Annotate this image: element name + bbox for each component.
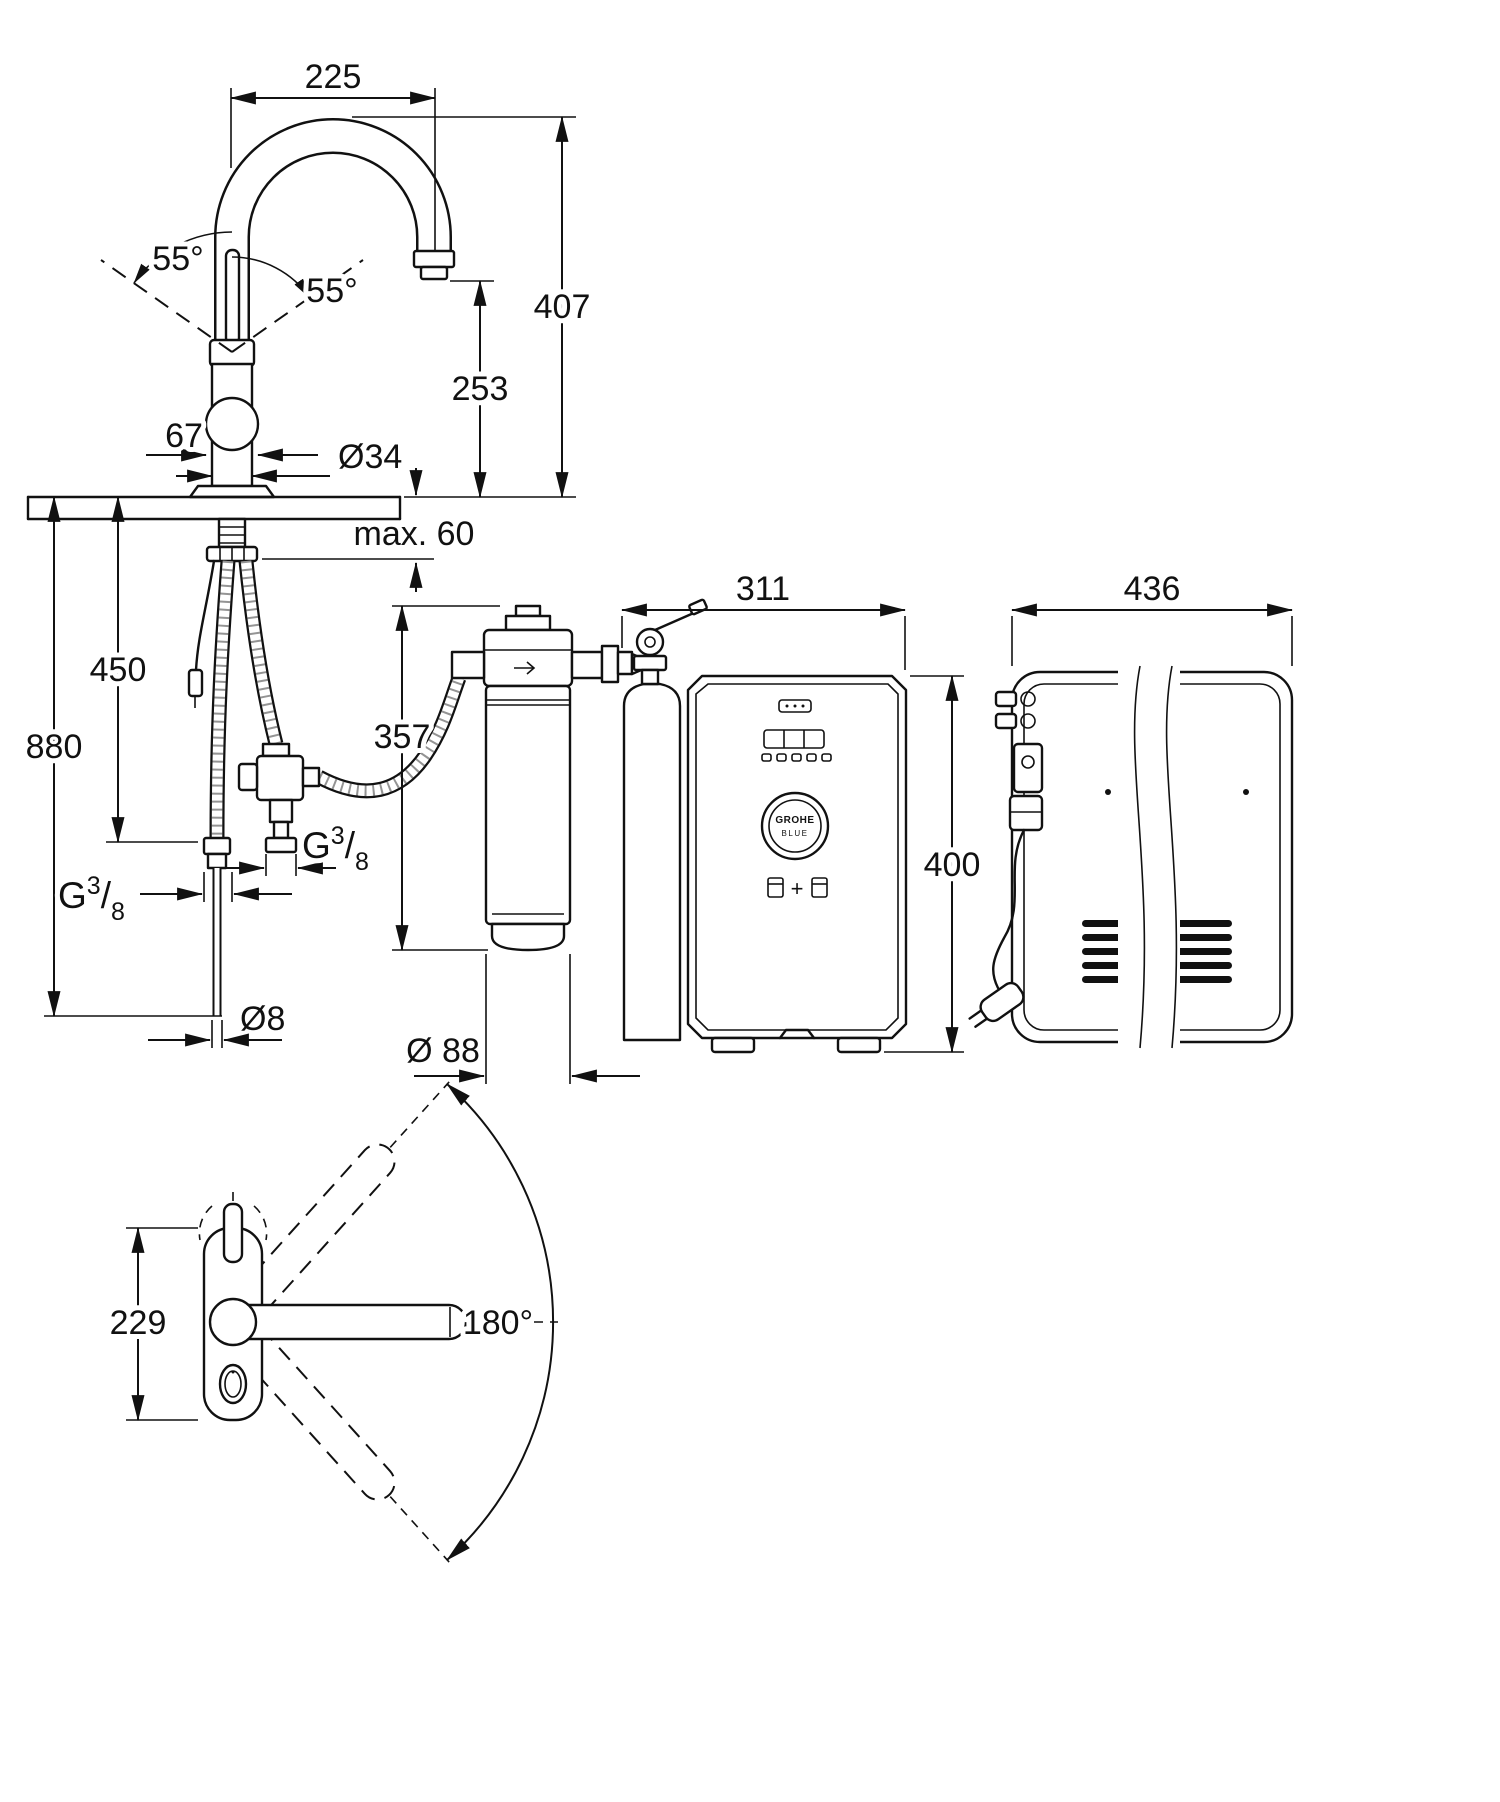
power-cord: [992, 828, 1026, 990]
grohe-blue-emblem: [760, 791, 830, 861]
hose-fitting: [202, 836, 232, 856]
dim-407-label: 407: [534, 288, 591, 326]
filter-outlet-port: [570, 650, 604, 680]
sensor-cable: [187, 559, 216, 708]
dim-225-label: 225: [305, 58, 362, 96]
emblem-logo-subtext: BLUE: [782, 829, 809, 838]
dim-253-label: 253: [452, 370, 509, 408]
co2-bottle: [622, 598, 708, 1042]
dim-55-right-label: 55°: [306, 272, 357, 310]
dim-357-label: 357: [374, 718, 431, 756]
rear-connections: [994, 690, 1044, 832]
regulator-lever: [688, 598, 708, 616]
swivel-arc: [446, 1083, 555, 1561]
supply-hose-left: [202, 560, 236, 1016]
supply-hose-right: [238, 560, 284, 746]
cup-icon: [767, 877, 784, 898]
cooler-side-view: [968, 665, 1294, 1049]
lever-handle: [224, 248, 241, 346]
filter-connection-hose: [315, 675, 467, 799]
filter-head: [482, 628, 574, 688]
swivel-joint: [208, 1297, 258, 1347]
dimensions-faucet: 225 407 253 55° 55° 67 Ø34 max. 60 450 8…: [21, 58, 595, 1048]
plus-icon: +: [791, 876, 804, 901]
indicator-display: [763, 729, 825, 749]
dim-dia34-label: Ø34: [338, 438, 402, 476]
dim-dia88-label: Ø 88: [406, 1032, 480, 1070]
dimensions-cooler-side: 436: [1010, 565, 1294, 666]
cooler-front-view: GROHE BLUE +: [686, 674, 908, 1054]
dim-55-left-label: 55°: [152, 240, 203, 278]
dimensions-top-view: 229 180°: [105, 1083, 555, 1561]
cup-icon: [811, 877, 828, 898]
dimensions-filter: 357 Ø 88: [369, 604, 640, 1084]
dim-450-label: 450: [90, 651, 147, 689]
dim-400-label: 400: [924, 846, 981, 884]
break-line: [1165, 665, 1178, 1049]
cooler-foot: [836, 1036, 882, 1054]
dim-880-label: 880: [26, 728, 83, 766]
control-plate: [218, 1363, 248, 1405]
faucet-top-view: [198, 1081, 558, 1563]
dim-max60-label: max. 60: [354, 515, 475, 553]
lever-top: [222, 1202, 244, 1264]
escutcheon: [188, 484, 276, 499]
brand-badge: [778, 699, 812, 713]
filter-body: [484, 684, 572, 926]
emblem-logo-text: GROHE: [775, 815, 814, 826]
faucet-body: [188, 338, 276, 499]
filter-inlet-port: [450, 650, 486, 680]
cooler-housing-front: [686, 674, 908, 1040]
break-line: [1133, 665, 1146, 1049]
filter-base: [490, 922, 566, 952]
power-plug: [968, 981, 1025, 1028]
flow-arrow-icon: [514, 661, 536, 675]
swivel-position-down: [213, 1302, 450, 1563]
filter-cartridge: [450, 604, 648, 952]
dim-180-label: 180°: [463, 1304, 533, 1342]
shutoff-valve: [237, 742, 321, 854]
dim-311-label: 311: [736, 570, 790, 608]
countertop: [26, 495, 402, 521]
dimensions-cooler-front: 311 400: [620, 565, 985, 1054]
dim-229-label: 229: [110, 1304, 167, 1342]
dim-436-label: 436: [1124, 570, 1181, 608]
dim-dia8-label: Ø8: [240, 1000, 285, 1038]
swivel-position-up: [213, 1081, 450, 1342]
pressure-regulator: [635, 627, 665, 657]
cable-connector: [187, 668, 204, 698]
faucet-front-view: [26, 118, 467, 1016]
dim-thread-left-label: G3/8: [58, 872, 125, 926]
aerator: [412, 249, 456, 269]
cooler-foot: [710, 1036, 756, 1054]
dim-67-label: 67: [165, 417, 203, 455]
faucet-spout: [214, 118, 456, 372]
ball-joint: [204, 396, 260, 452]
mounting-hardware: [205, 517, 259, 563]
valve-handle: [237, 762, 259, 792]
